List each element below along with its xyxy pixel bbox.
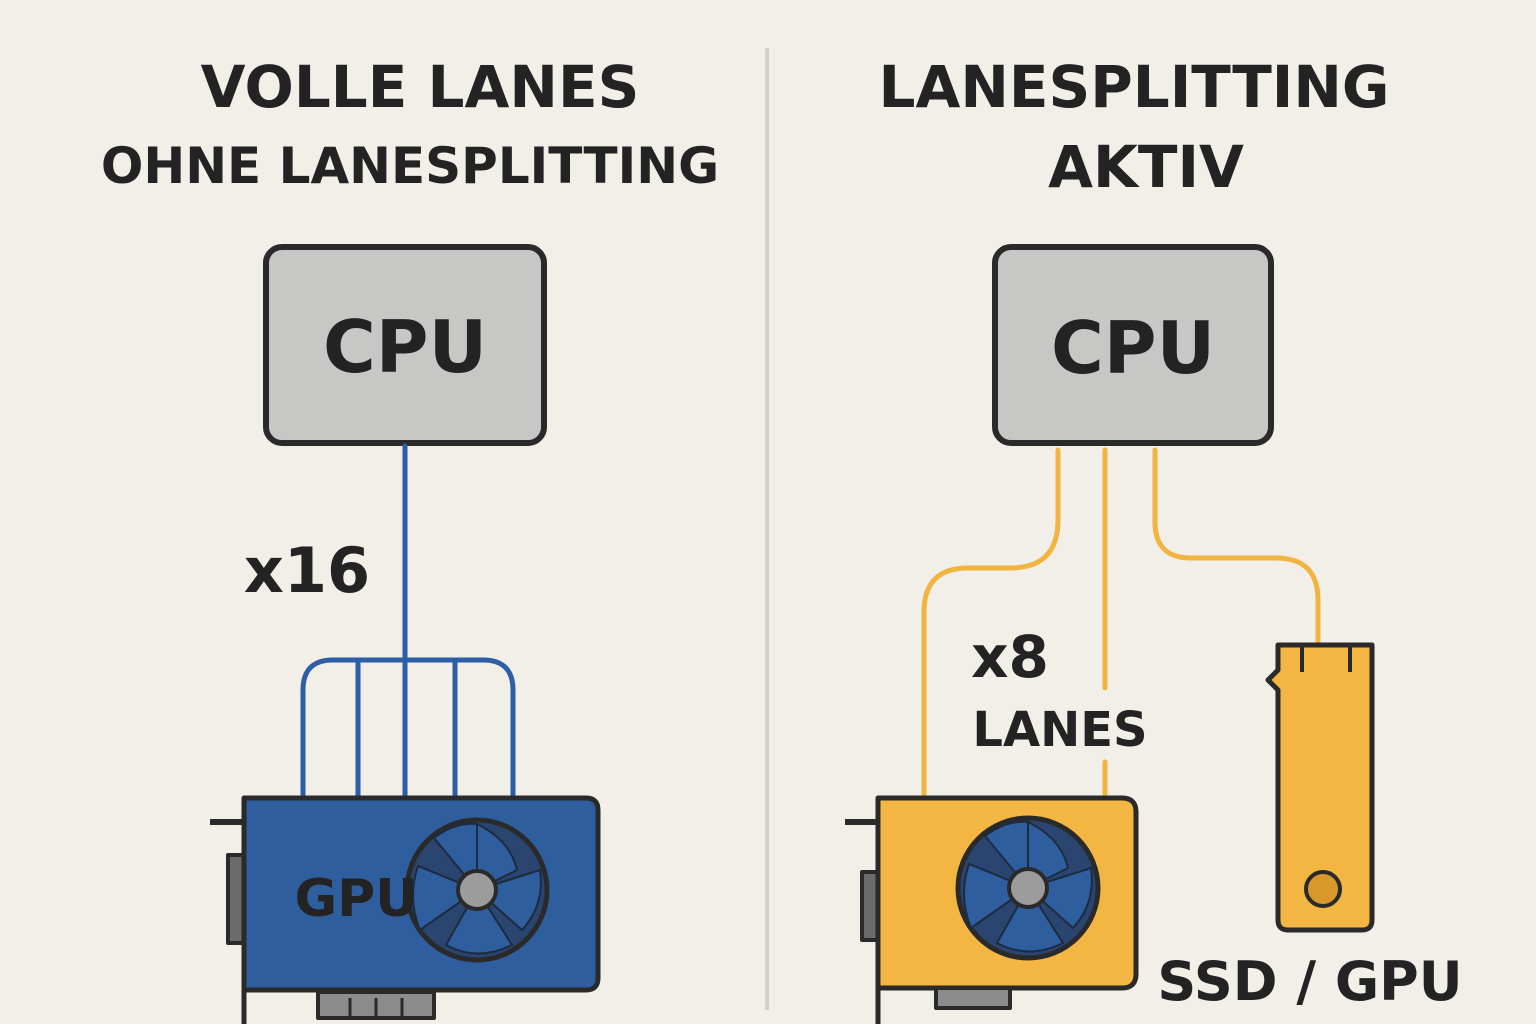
right-device-label: SSD / GPU xyxy=(1157,950,1462,1013)
left-lane-label: x16 xyxy=(244,534,370,607)
right-title-line2: AKTIV xyxy=(1048,133,1244,201)
left-title-line2: OHNE LANESPLITTING xyxy=(101,137,719,195)
left-x16-lane xyxy=(300,443,516,803)
right-gpu-fan-icon xyxy=(955,815,1101,961)
left-cpu-label: CPU xyxy=(323,305,487,389)
right-lane-sublabel: LANES xyxy=(972,702,1147,758)
right-ssd-icon xyxy=(1265,642,1375,933)
right-split-lanes xyxy=(921,447,1321,801)
right-lane-label: x8 xyxy=(971,623,1049,691)
left-gpu-fan-icon xyxy=(404,817,550,963)
left-cpu-box: CPU xyxy=(263,244,547,446)
left-title-line1: VOLLE LANES xyxy=(201,53,640,121)
left-gpu-label: GPU xyxy=(294,869,417,929)
left-panel: VOLLE LANES OHNE LANESPLITTING CPU x16 xyxy=(101,53,719,1024)
right-cpu-box: CPU xyxy=(992,244,1274,446)
right-title-line1: LANESPLITTING xyxy=(878,53,1389,121)
right-panel: LANESPLITTING AKTIV CPU x8 LANES xyxy=(845,53,1463,1024)
right-cpu-label: CPU xyxy=(1051,306,1215,390)
